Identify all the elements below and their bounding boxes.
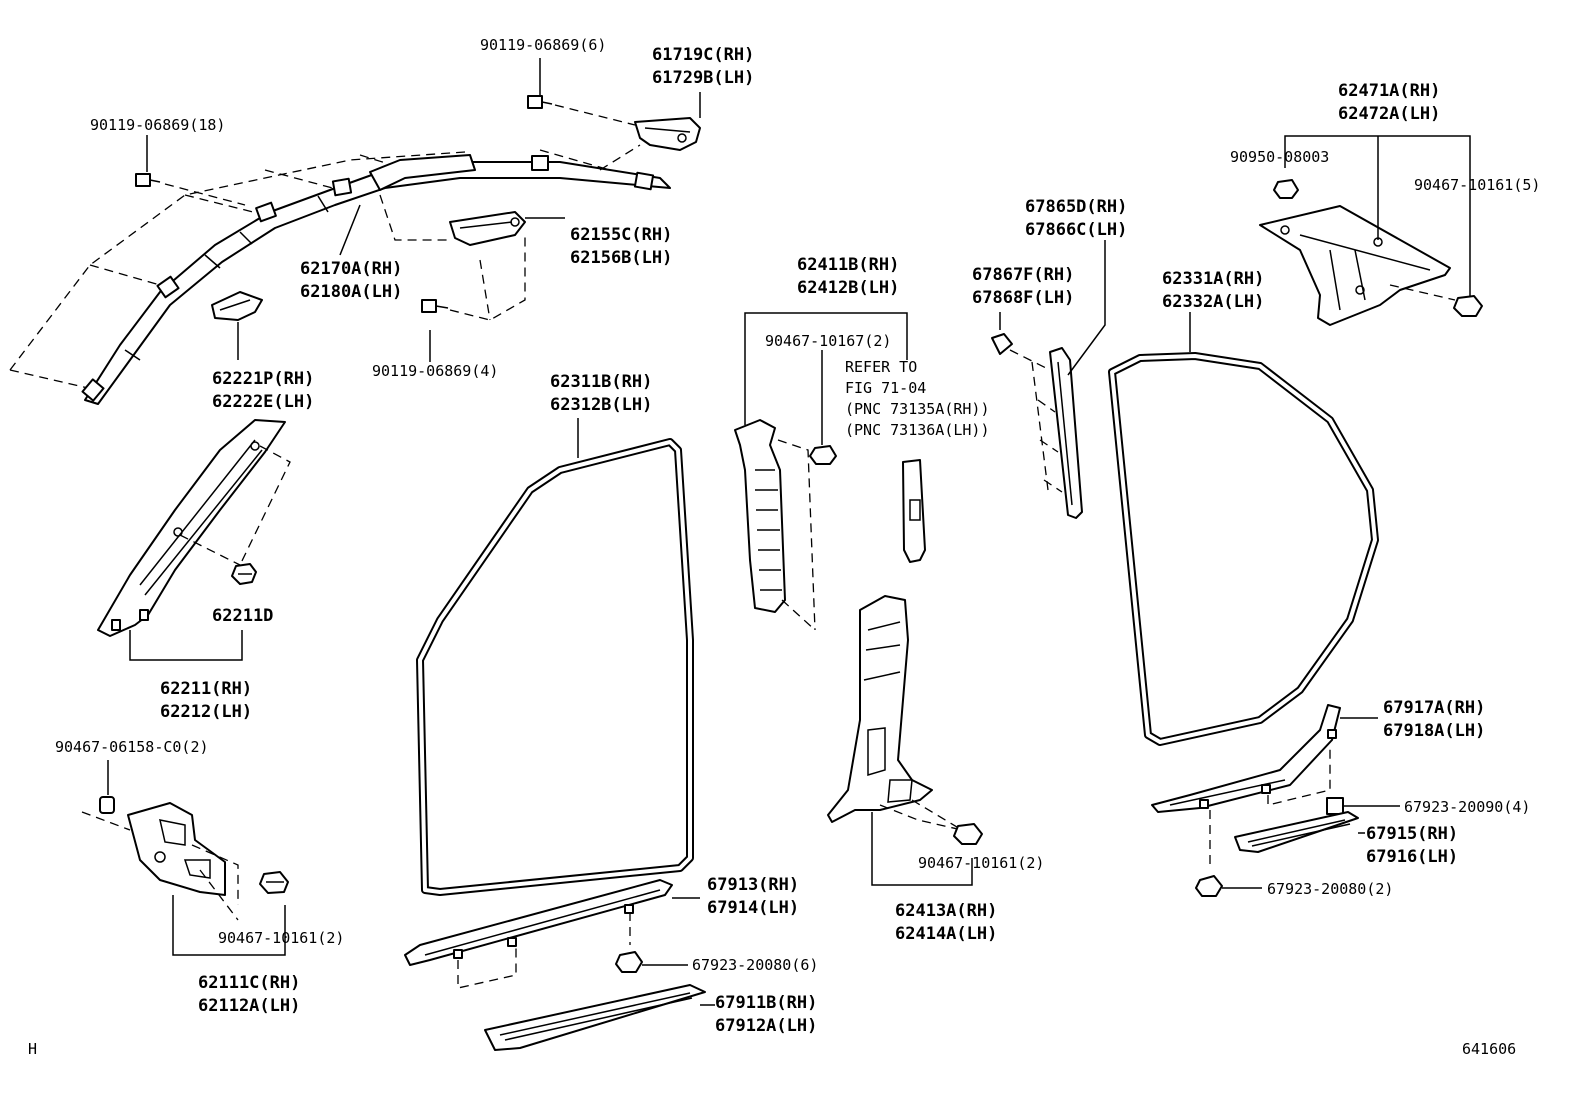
part-label: 67923-20090(4) xyxy=(1404,798,1530,816)
part-label: 62414A(LH) xyxy=(895,924,997,944)
center-pillar-upper xyxy=(734,312,908,631)
cowl-side-trim xyxy=(81,760,286,956)
part-label: 67918A(LH) xyxy=(1383,721,1485,741)
refer-note-line: (PNC 73136A(LH)) xyxy=(845,421,990,439)
part-label: 67917A(RH) xyxy=(1383,698,1485,718)
bracket-61719 xyxy=(599,92,701,171)
clip-icon xyxy=(1453,295,1483,317)
part-label: 61729B(LH) xyxy=(652,68,754,88)
front-door-weatherstrip xyxy=(416,418,694,896)
clip-icon xyxy=(231,563,257,585)
part-label: 62412B(LH) xyxy=(797,278,899,298)
part-label: 67912A(LH) xyxy=(715,1016,817,1036)
refer-note-line: FIG 71-04 xyxy=(845,379,926,397)
bolt-icon xyxy=(527,58,636,126)
clip-icon xyxy=(1195,875,1262,897)
part-label: 67911B(RH) xyxy=(715,993,817,1013)
part-label: 67868F(LH) xyxy=(972,288,1074,308)
part-label: 62221P(RH) xyxy=(212,369,314,389)
refer-note-line: (PNC 73135A(RH)) xyxy=(845,400,990,418)
clip-icon xyxy=(1273,179,1299,199)
clip-icon xyxy=(259,871,289,894)
clip-icon xyxy=(1326,797,1400,815)
part-label: 62211(RH) xyxy=(160,679,252,699)
part-label: 67923-20080(2) xyxy=(1267,880,1393,898)
clip-icon xyxy=(953,823,983,845)
part-label: 61719C(RH) xyxy=(652,45,754,65)
part-label: 67913(RH) xyxy=(707,875,799,895)
part-label-group: 90119-06869(6) 61719C(RH) 61729B(LH) 901… xyxy=(55,36,1540,1036)
part-label: 90467-06158-C0(2) xyxy=(55,738,209,756)
a-pillar-garnish xyxy=(97,419,291,661)
part-label: 62472A(LH) xyxy=(1338,104,1440,124)
rear-step-plate xyxy=(1234,811,1365,853)
part-label: 90467-10161(5) xyxy=(1414,176,1540,194)
part-label: 62332A(LH) xyxy=(1162,292,1264,312)
part-label: 67867F(RH) xyxy=(972,265,1074,285)
center-pillar-lower xyxy=(827,595,973,886)
part-label: 62180A(LH) xyxy=(300,282,402,302)
part-label: 67916(LH) xyxy=(1366,847,1458,867)
part-label: 90467-10167(2) xyxy=(765,332,891,350)
roof-side-garnish xyxy=(1259,135,1471,326)
corner-mark: H xyxy=(28,1040,37,1058)
part-label: 62411B(RH) xyxy=(797,255,899,275)
part-label: 62311B(RH) xyxy=(550,372,652,392)
part-label: 90467-10161(2) xyxy=(218,929,344,947)
clip-icon xyxy=(615,951,688,973)
front-step-plate xyxy=(484,984,715,1051)
rear-pillar-garnish xyxy=(999,240,1106,519)
seatbelt-cover xyxy=(902,459,926,563)
part-label: 62471A(RH) xyxy=(1338,81,1440,101)
part-label: 62112A(LH) xyxy=(198,996,300,1016)
front-scuff-plate xyxy=(404,879,700,989)
part-label: 62211D xyxy=(212,606,273,626)
part-label: 62156B(LH) xyxy=(570,248,672,268)
diagram-id: 641606 xyxy=(1462,1040,1516,1058)
part-label: 90119-06869(6) xyxy=(480,36,606,54)
part-label: 67914(LH) xyxy=(707,898,799,918)
part-label: 62212(LH) xyxy=(160,702,252,722)
part-label: 67923-20080(6) xyxy=(692,956,818,974)
rear-door-weatherstrip xyxy=(1108,312,1379,746)
part-label: 90950-08003 xyxy=(1230,148,1329,166)
part-label: 67866C(LH) xyxy=(1025,220,1127,240)
rear-scuff-plate xyxy=(1151,704,1378,870)
refer-note: REFER TO FIG 71-04 (PNC 73135A(RH)) (PNC… xyxy=(845,358,990,439)
bracket-62155 xyxy=(379,194,565,246)
part-label: 62222E(LH) xyxy=(212,392,314,412)
bolt-icon xyxy=(421,235,526,362)
part-label: 90467-10161(2) xyxy=(918,854,1044,872)
part-label: 62312B(LH) xyxy=(550,395,652,415)
part-label: 90119-06869(4) xyxy=(372,362,498,380)
clip-icon xyxy=(991,333,1013,355)
bracket-62221 xyxy=(211,291,263,360)
part-label: 62413A(RH) xyxy=(895,901,997,921)
part-label: 62155C(RH) xyxy=(570,225,672,245)
part-label: 62111C(RH) xyxy=(198,973,300,993)
part-label: 62170A(RH) xyxy=(300,259,402,279)
refer-note-line: REFER TO xyxy=(845,358,917,376)
part-label: 67915(RH) xyxy=(1366,824,1458,844)
part-label: 67865D(RH) xyxy=(1025,197,1127,217)
part-label: 62331A(RH) xyxy=(1162,269,1264,289)
bolt-icon xyxy=(135,135,246,206)
part-label: 90119-06869(18) xyxy=(90,116,225,134)
curtain-airbag xyxy=(9,149,671,405)
clip-icon xyxy=(809,350,837,465)
